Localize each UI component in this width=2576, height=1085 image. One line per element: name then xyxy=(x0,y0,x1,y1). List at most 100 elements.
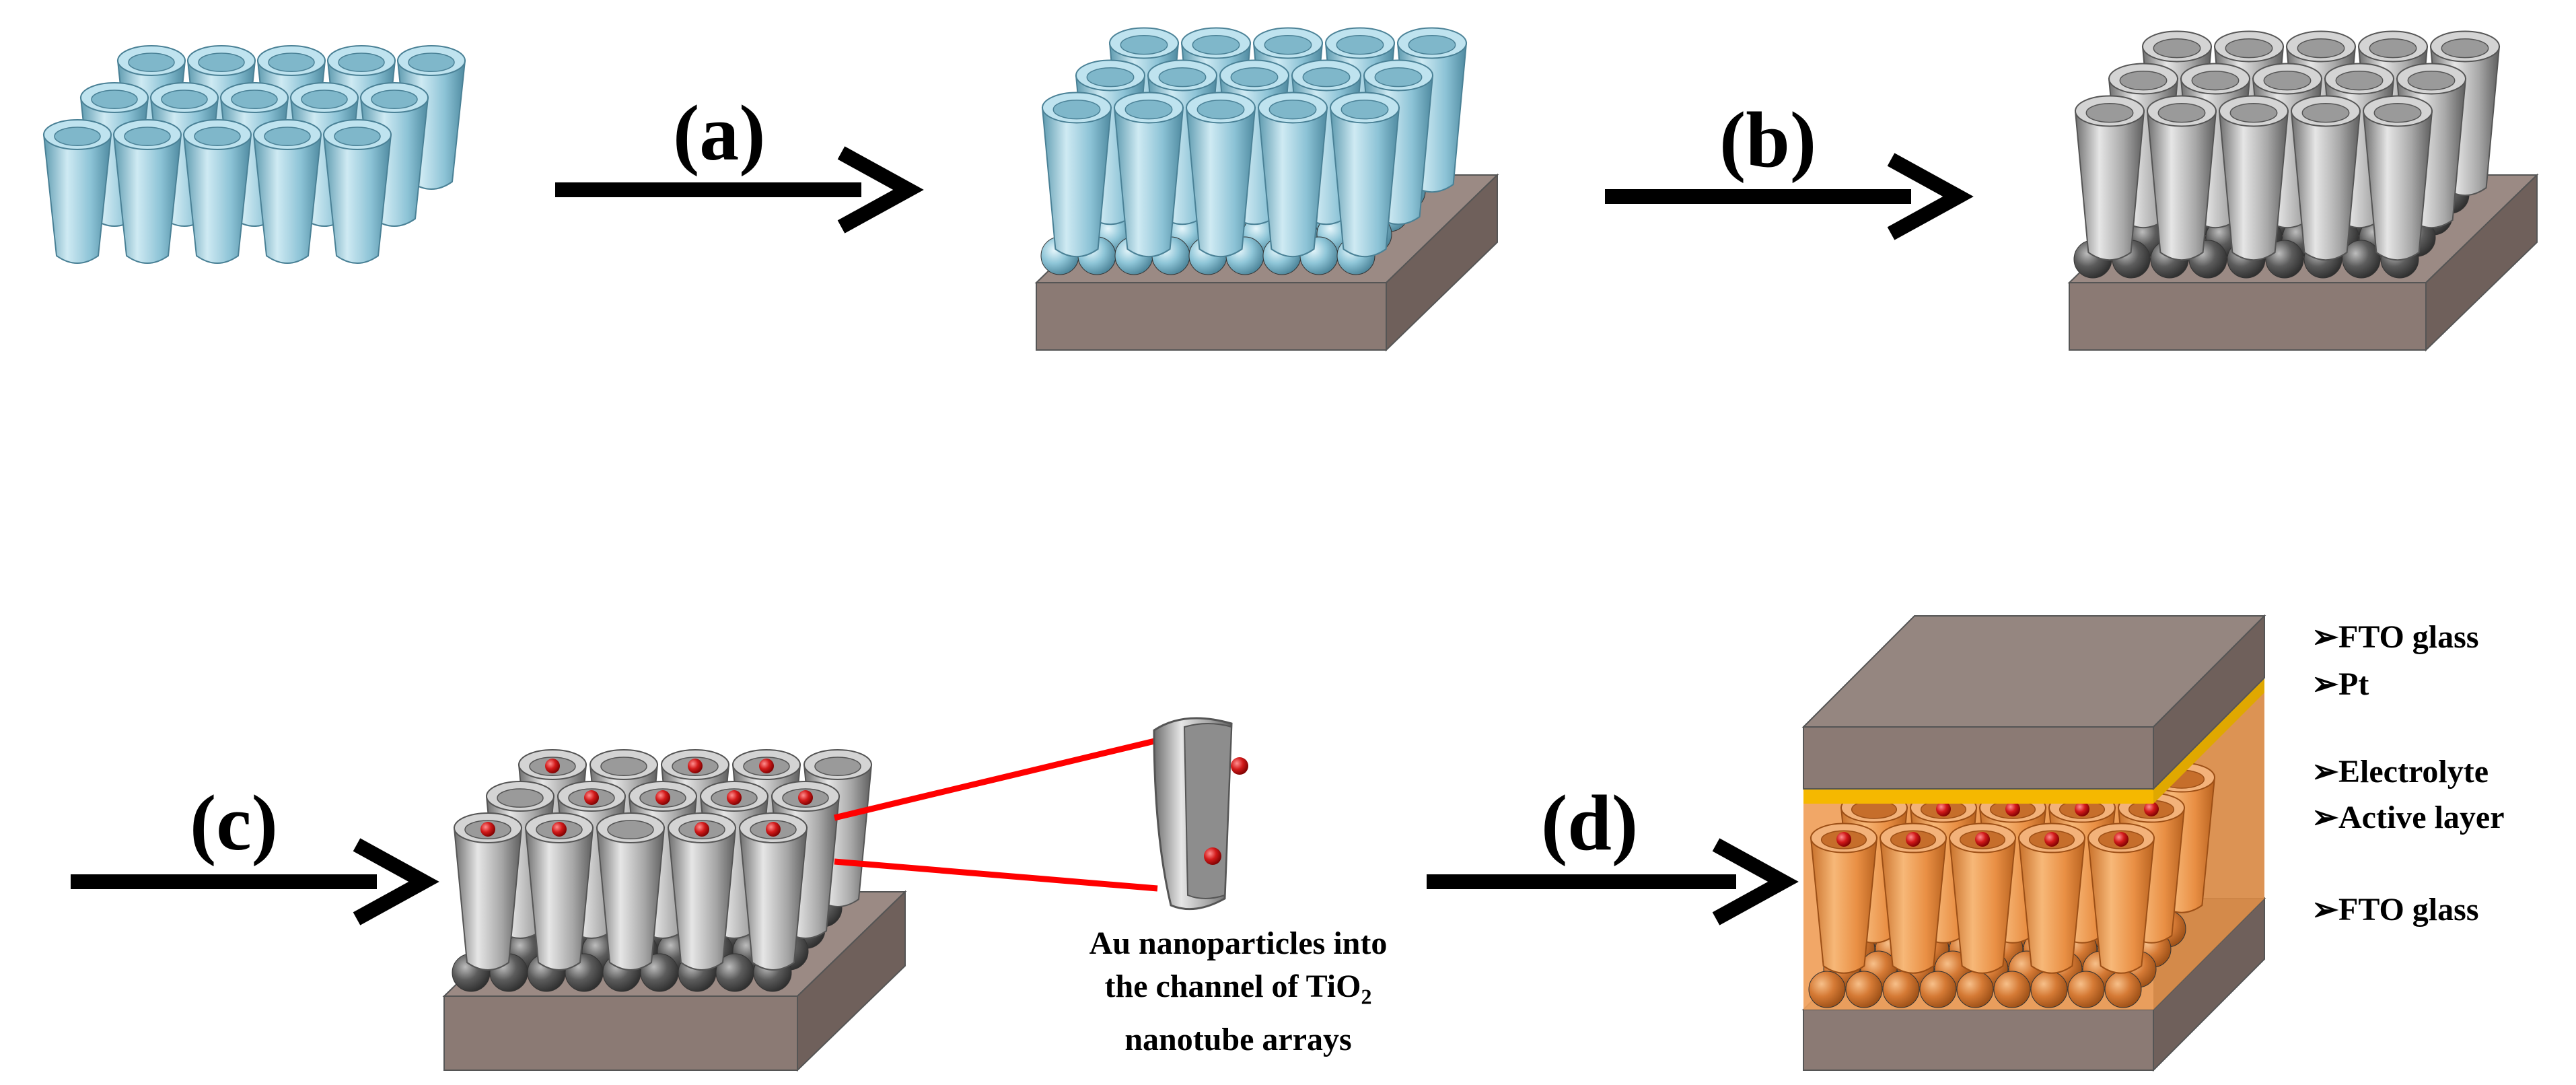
nanotube xyxy=(1948,823,2017,974)
nanotube-body xyxy=(2146,110,2217,261)
panel-1-free-standing-array xyxy=(42,45,466,264)
caption-line-3: nanotube arrays xyxy=(1124,1021,1352,1057)
nanotube xyxy=(1257,92,1328,258)
nanotube-opening xyxy=(1408,35,1456,55)
legend-label: FTO glass xyxy=(2338,619,2479,655)
nanotube-opening xyxy=(2153,38,2201,59)
nanotube-opening xyxy=(194,127,241,147)
nanotube-opening xyxy=(1268,100,1317,120)
legend-item-electrolyte: ➢Electrolyte xyxy=(2312,753,2489,790)
nanotube-opening xyxy=(2119,71,2168,91)
nanotube-opening xyxy=(2263,71,2312,91)
nanotube-opening xyxy=(1336,35,1384,55)
nanotube xyxy=(252,119,322,264)
nanotube-body xyxy=(1810,837,1878,974)
nanotube xyxy=(42,119,112,264)
nanotube-body xyxy=(1041,107,1112,258)
nanotube-body xyxy=(42,134,112,264)
nanotube-opening xyxy=(1124,100,1173,120)
step-label-b: (b) xyxy=(1719,96,1817,184)
nanotube-body xyxy=(252,134,322,264)
nanotube-opening xyxy=(497,788,544,808)
fto-glass-top xyxy=(1801,614,2266,791)
nanotube-opening xyxy=(1196,100,1245,120)
au-nanoparticle xyxy=(1231,757,1248,775)
nanotube-opening xyxy=(264,127,311,147)
nanotube-opening xyxy=(268,53,315,73)
nanotube-body xyxy=(667,827,737,971)
pt-layer-side xyxy=(2153,678,2264,804)
panel-4-au-loaded-array xyxy=(442,749,907,1072)
nanotube-opening xyxy=(600,757,647,777)
nanotube-opening xyxy=(1158,67,1207,88)
nanotube-opening xyxy=(54,127,101,147)
nanoparticle-sphere xyxy=(2342,240,2381,279)
au-nanoparticle xyxy=(480,822,495,837)
au-nanoparticle xyxy=(2044,832,2059,847)
nanotube-opening xyxy=(334,127,381,147)
au-nanoparticle xyxy=(688,759,703,773)
nanotube xyxy=(596,812,666,971)
nanotube-opening xyxy=(1302,67,1351,88)
step-label-a: (a) xyxy=(673,89,766,177)
au-nanoparticles-caption: Au nanoparticles into the channel of TiO… xyxy=(1023,922,1454,1061)
au-nanoparticle xyxy=(2114,832,2128,847)
nanotube xyxy=(112,119,182,264)
nanotube xyxy=(182,119,252,264)
slab-front-face xyxy=(1803,726,2154,790)
arrow-step-b xyxy=(1605,153,1974,240)
nanotube-body xyxy=(1879,837,1947,974)
nanotube-body xyxy=(596,827,666,971)
nanotube xyxy=(2074,95,2145,261)
slab-front-face xyxy=(2069,282,2427,351)
nanotube xyxy=(1041,92,1112,258)
nanotube-opening xyxy=(2157,103,2206,123)
nanotube-opening xyxy=(1230,67,1279,88)
nanotube-body xyxy=(2074,110,2145,261)
legend-item-fto-bottom: ➢FTO glass xyxy=(2312,890,2479,928)
nanoparticle-sphere xyxy=(2104,971,2142,1008)
nanotube-body xyxy=(2362,110,2433,261)
nanotube-opening xyxy=(2229,103,2278,123)
panel-2-array-on-substrate xyxy=(1034,27,1499,352)
caption-subscript: 2 xyxy=(1361,984,1372,1009)
cut-tube-inner xyxy=(1183,723,1233,899)
panel-5-assembled-cell xyxy=(1801,614,2266,1072)
zoom-inset xyxy=(833,717,1248,911)
nanotube-opening xyxy=(2085,103,2134,123)
nanotube-body xyxy=(1113,107,1184,258)
arrow-head xyxy=(353,838,439,925)
nanotube-opening xyxy=(2441,38,2489,59)
au-nanoparticle xyxy=(655,790,670,805)
nanotube-body xyxy=(322,134,392,264)
au-nanoparticle xyxy=(1836,832,1851,847)
nanotube-body xyxy=(2087,837,2155,974)
nanotube xyxy=(524,812,594,971)
nanoparticle-sphere xyxy=(1919,971,1957,1008)
legend-label: FTO glass xyxy=(2338,892,2479,928)
au-nanoparticle xyxy=(545,759,560,773)
step-label-c: (c) xyxy=(190,779,278,867)
zoom-line-top xyxy=(833,737,1159,821)
bullet-arrow-icon: ➢ xyxy=(2312,754,2339,790)
nanotube-opening xyxy=(124,127,171,147)
nanotube-body xyxy=(1329,107,1400,258)
legend-label: Active layer xyxy=(2338,800,2505,835)
nanotube-opening xyxy=(1192,35,1240,55)
bullet-arrow-icon: ➢ xyxy=(2312,666,2339,702)
nanotube-opening xyxy=(2407,71,2456,91)
arrow-step-c xyxy=(71,838,439,925)
au-nanoparticle xyxy=(2144,802,2159,816)
nanotube-opening xyxy=(2191,71,2240,91)
nanotube xyxy=(322,119,392,264)
nanotube-opening xyxy=(2225,38,2273,59)
nanoparticle-sphere xyxy=(1808,971,1846,1008)
nanotube-body xyxy=(182,134,252,264)
nanotube-opening xyxy=(2301,103,2350,123)
au-nanoparticle xyxy=(727,790,742,805)
nanotube-opening xyxy=(128,53,175,73)
nanotube-opening xyxy=(814,757,861,777)
legend-label: Electrolyte xyxy=(2338,754,2489,790)
au-nanoparticle xyxy=(2075,802,2089,816)
pt-layer-front xyxy=(1803,789,2153,804)
